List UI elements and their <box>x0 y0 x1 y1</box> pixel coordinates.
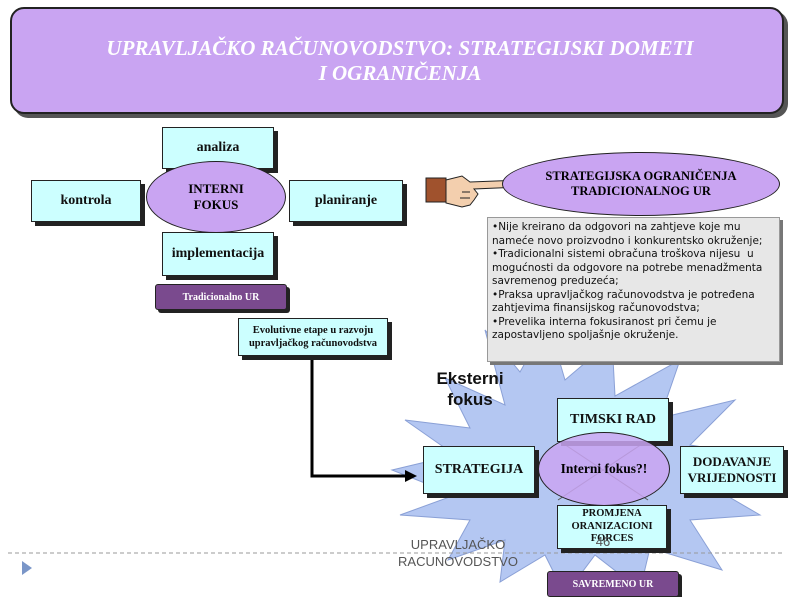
limit-item: •Tradicionalni sistemi obračuna troškova… <box>492 248 769 287</box>
arrow-head <box>405 470 417 482</box>
limits-list: •Nije kreirano da odgovori na zahtjeve k… <box>487 217 780 362</box>
internal-focus-ellipse: INTERNI FOKUS <box>146 161 286 233</box>
page-number: 46 <box>595 534 611 549</box>
node-planiranje: planiranje <box>289 180 403 222</box>
traditional-ur-tag: Tradicionalno UR <box>155 284 287 310</box>
modern-ur-tag: SAVREMENO UR <box>547 571 679 597</box>
footer-course-name: UPRAVLJAČKO RACUNOVODSTVO <box>383 536 533 570</box>
evolution-box: Evolutivne etape u razvoju upravljačkog … <box>238 318 388 356</box>
internal-focus-question-ellipse: Interni fokus?! <box>538 432 670 506</box>
limit-item: •Nije kreirano da odgovori na zahtjeve k… <box>492 221 763 247</box>
nav-triangle-icon[interactable] <box>22 561 32 575</box>
node-strategija: STRATEGIJA <box>423 446 535 494</box>
external-focus-label: Eksterni fokus <box>436 369 504 409</box>
footer-line-2: RACUNOVODSTVO <box>398 554 518 569</box>
limits-title-ellipse: STRATEGIJSKA OGRANIČENJA TRADICIONALNOG … <box>502 152 780 216</box>
node-implementacija: implementacija <box>162 232 274 276</box>
title-banner <box>10 7 784 114</box>
limit-item: •Praksa upravljačkog računovodstva je po… <box>492 288 759 315</box>
title-line-2: I OGRANIČENJA <box>318 61 482 85</box>
node-promjena: PROMJENA ORANIZACIONI FORCES <box>557 505 667 549</box>
node-kontrola: kontrola <box>31 180 141 222</box>
footer-line-1: UPRAVLJAČKO <box>410 537 506 552</box>
slide-title: UPRAVLJAČKO RAČUNOVODSTVO: STRATEGIJSKI … <box>40 36 760 86</box>
evolution-arrow <box>310 356 405 478</box>
limit-item: •Prevelika interna fokusiranost pri čemu… <box>492 315 720 342</box>
node-dodavanje-vrijednosti: DODAVANJE VRIJEDNOSTI <box>680 446 784 494</box>
title-line-1: UPRAVLJAČKO RAČUNOVODSTVO: STRATEGIJSKI … <box>106 36 694 60</box>
